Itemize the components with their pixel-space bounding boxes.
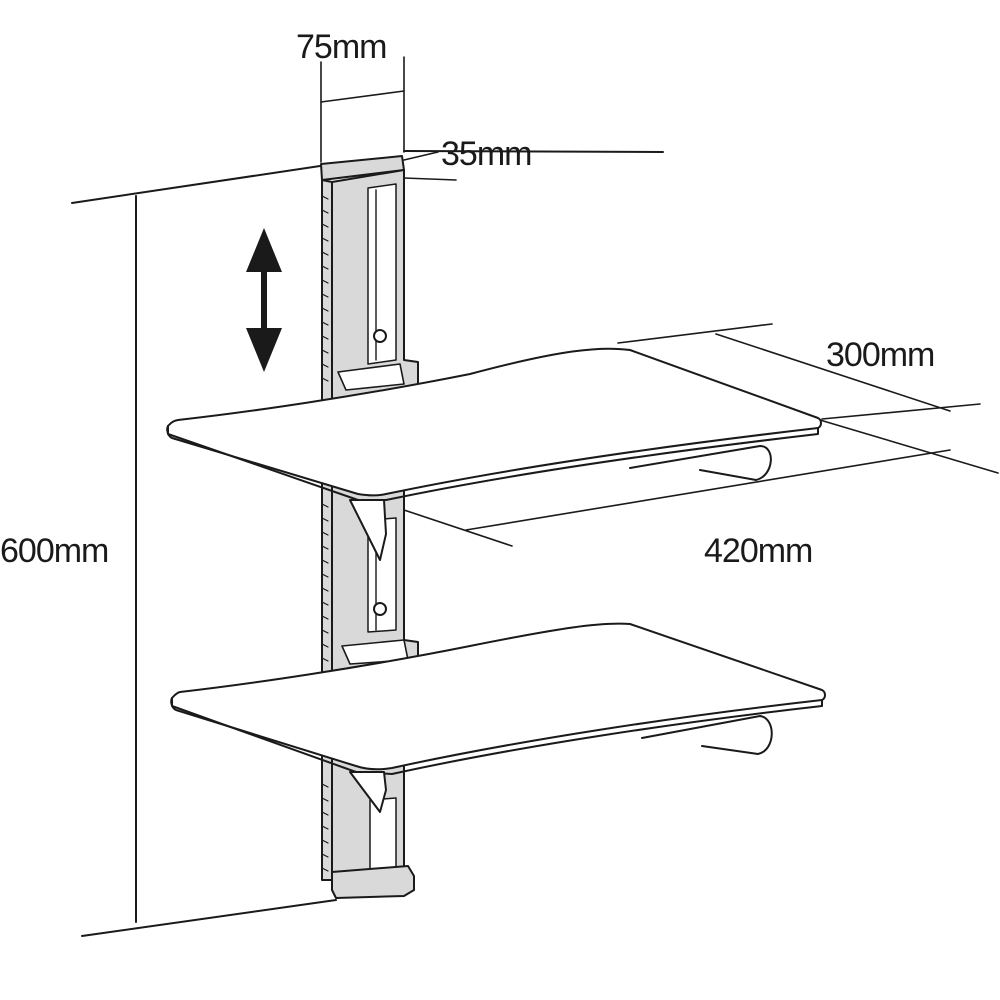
column-side-face bbox=[321, 179, 333, 881]
bracket-clamp-upper bbox=[337, 363, 405, 391]
column-notch bbox=[321, 209, 329, 214]
shelf-depth-extension-back bbox=[617, 323, 773, 344]
column-slot-upper bbox=[367, 183, 397, 365]
column-notch bbox=[321, 265, 329, 270]
column-width-dimension-line bbox=[320, 90, 405, 103]
column-notch bbox=[321, 335, 329, 340]
lower-shelf-support-arm bbox=[349, 771, 387, 813]
column-notch bbox=[321, 237, 329, 242]
column-notch bbox=[321, 517, 329, 522]
column-notch bbox=[321, 321, 329, 326]
depth-extension-bottom bbox=[403, 177, 457, 181]
shelf-width-extension-left bbox=[391, 505, 513, 547]
column-notch bbox=[321, 251, 329, 256]
shelf-depth-extension-front bbox=[821, 403, 981, 420]
column-width-label: 75mm bbox=[296, 28, 387, 66]
shelf-depth-dimension-line bbox=[715, 333, 951, 412]
arrow-head-up bbox=[246, 228, 282, 272]
column-slot-lower bbox=[369, 797, 397, 875]
shelf-width-dimension-line bbox=[465, 449, 951, 531]
wall-floor-edge bbox=[81, 899, 337, 937]
dimension-lines bbox=[320, 56, 999, 547]
upper-shelf bbox=[166, 347, 822, 561]
column-notch bbox=[321, 279, 329, 284]
lower-shelf bbox=[170, 622, 826, 813]
wall-top-edge bbox=[71, 165, 321, 204]
column-base-cap bbox=[331, 865, 415, 899]
column-notch bbox=[321, 503, 329, 508]
lower-shelf-rear-bracket bbox=[641, 715, 773, 755]
column-notch bbox=[321, 195, 329, 200]
slider-screw-upper bbox=[373, 329, 387, 343]
shelf-depth-label: 300mm bbox=[826, 336, 935, 374]
column-notch bbox=[321, 587, 329, 592]
column-notch bbox=[321, 307, 329, 312]
column-notch bbox=[321, 531, 329, 536]
shelf-width-extension-right bbox=[819, 419, 999, 474]
column-notch bbox=[321, 657, 329, 662]
column-notch bbox=[321, 839, 329, 844]
upper-shelf-top bbox=[166, 347, 822, 497]
column-notch bbox=[321, 601, 329, 606]
column-notches bbox=[321, 195, 329, 872]
column-notch bbox=[321, 853, 329, 858]
lower-shelf-top bbox=[170, 622, 826, 771]
column-notch bbox=[321, 377, 329, 382]
column-notch bbox=[321, 825, 329, 830]
column-depth-label: 35mm bbox=[441, 135, 532, 173]
arrow-shaft bbox=[261, 270, 267, 328]
column-notch bbox=[321, 559, 329, 564]
up-down-double-arrow-icon bbox=[246, 228, 282, 372]
column-notch bbox=[321, 797, 329, 802]
upper-shelf-edge bbox=[167, 425, 819, 501]
column-notch bbox=[321, 867, 329, 872]
column-notch bbox=[321, 643, 329, 648]
column-notch bbox=[321, 349, 329, 354]
wall-outline bbox=[71, 150, 664, 937]
wall-top-edge-right bbox=[403, 150, 664, 153]
column-notch bbox=[321, 811, 329, 816]
column-notch bbox=[321, 615, 329, 620]
depth-extension-top bbox=[403, 151, 439, 161]
slider-screw-middle bbox=[373, 602, 387, 616]
column-notch bbox=[321, 293, 329, 298]
total-height-label: 600mm bbox=[0, 532, 109, 570]
lower-shelf-edge bbox=[171, 697, 823, 775]
column-notch bbox=[321, 363, 329, 368]
shelf-width-label: 420mm bbox=[704, 532, 813, 570]
upper-shelf-rear-bracket bbox=[629, 445, 772, 481]
upper-shelf-support-arm bbox=[349, 499, 387, 561]
column-notch bbox=[321, 223, 329, 228]
column-notch bbox=[321, 545, 329, 550]
column-notch bbox=[321, 573, 329, 578]
column-notch bbox=[321, 783, 329, 788]
column-notch bbox=[321, 629, 329, 634]
arrow-head-down bbox=[246, 328, 282, 372]
